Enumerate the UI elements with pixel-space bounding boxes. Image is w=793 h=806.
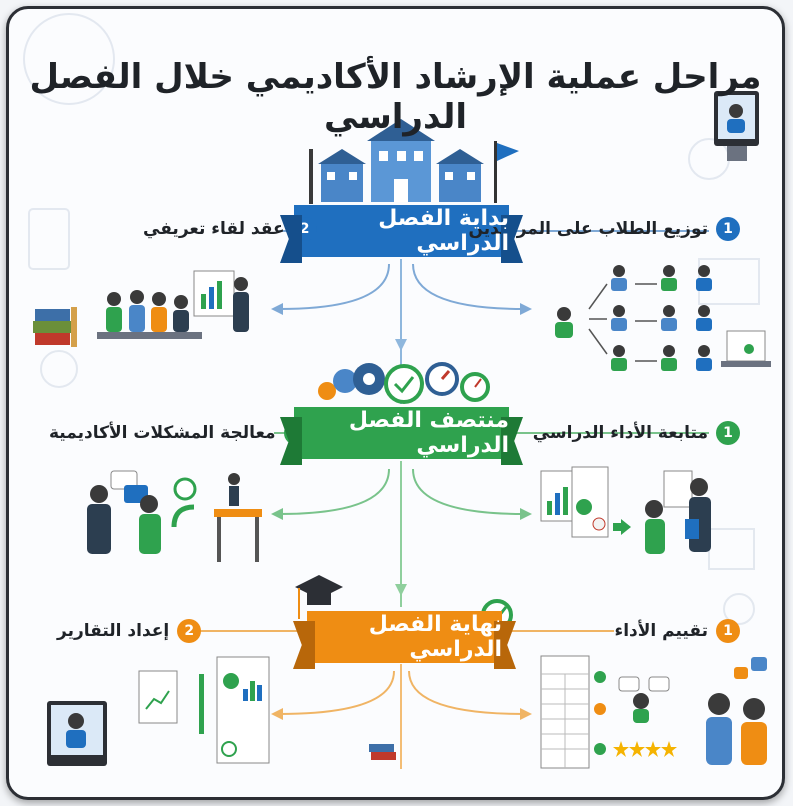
performance-report-icon: [540, 466, 711, 554]
star-rating-icon: [613, 657, 767, 765]
infographic-frame: مراحل عملية الإرشاد الأكاديمي خلال الفصل…: [6, 6, 785, 800]
stage-end-label: نهاية الفصل الدراسي: [368, 612, 502, 662]
stage3-arrow-left: [271, 708, 283, 720]
spine-arrow-2: [395, 584, 407, 596]
stage3-curve-right: [408, 670, 525, 715]
stage1-curve-right: [412, 263, 525, 310]
stage-middle-step-2: 2 معالجة المشكلات الأكاديمية: [49, 421, 308, 445]
flag-icon: [494, 141, 519, 203]
stage1-arrow-left: [271, 303, 283, 315]
stage-end-step-1: 1 تقييم الأداء: [615, 619, 740, 643]
stage2-curve-right: [412, 468, 525, 515]
stage1-curve-left: [278, 263, 390, 310]
meeting-presentation-icon: [33, 270, 249, 347]
step-label: توزيع الطلاب على المرشدين: [468, 219, 709, 239]
stage3-arrow-right: [520, 708, 532, 720]
stage1-arrow-right: [520, 303, 532, 315]
stage2-arrow-left: [271, 508, 283, 520]
step-label: متابعة الأداء الدراسي: [532, 423, 708, 443]
laptop-advisor-icon: [47, 91, 771, 766]
students-distribution-icon: [555, 265, 712, 371]
school-buildings-icon: [309, 119, 484, 204]
stage-end-ribbon: نهاية الفصل الدراسي: [307, 611, 502, 663]
stage-start-ribbon: بداية الفصل الدراسي: [294, 205, 509, 257]
stage-middle-ribbon: منتصف الفصل الدراسي: [294, 407, 509, 459]
report-documents-icon: [138, 656, 396, 764]
stage-middle-label: منتصف الفصل الدراسي: [348, 408, 509, 458]
evaluation-checklist-icon: [540, 655, 606, 769]
step-label: عقد لقاء تعريفي: [143, 219, 285, 239]
step-number-badge: 1: [716, 619, 740, 643]
graduation-cap-icon: [295, 575, 343, 619]
stage-middle-step-1: 1 متابعة الأداء الدراسي: [533, 421, 740, 445]
step-label: إعداد التقارير: [57, 621, 170, 641]
step-number-badge: 2: [177, 619, 202, 643]
stage2-curve-left: [278, 468, 390, 515]
step-label: معالجة المشكلات الأكاديمية: [49, 423, 276, 443]
hurdle-problem-icon: [87, 470, 262, 562]
diagram-connectors: [23, 13, 771, 769]
stage-end-step-2: 2 إعداد التقارير: [57, 619, 202, 643]
step-number-badge: 1: [716, 217, 740, 241]
gears-gauges-icon: [318, 362, 490, 404]
stage3-curve-left: [278, 670, 395, 715]
stage2-arrow-right: [520, 508, 532, 520]
spine-arrow-1: [395, 339, 407, 351]
stage-start-step-1: 1 توزيع الطلاب على المرشدين: [468, 217, 740, 241]
step-number-badge: 1: [716, 421, 740, 445]
stage-start-label: بداية الفصل الدراسي: [378, 206, 509, 256]
page-title: مراحل عملية الإرشاد الأكاديمي خلال الفصل…: [29, 57, 762, 137]
step-label: تقييم الأداء: [614, 621, 708, 641]
